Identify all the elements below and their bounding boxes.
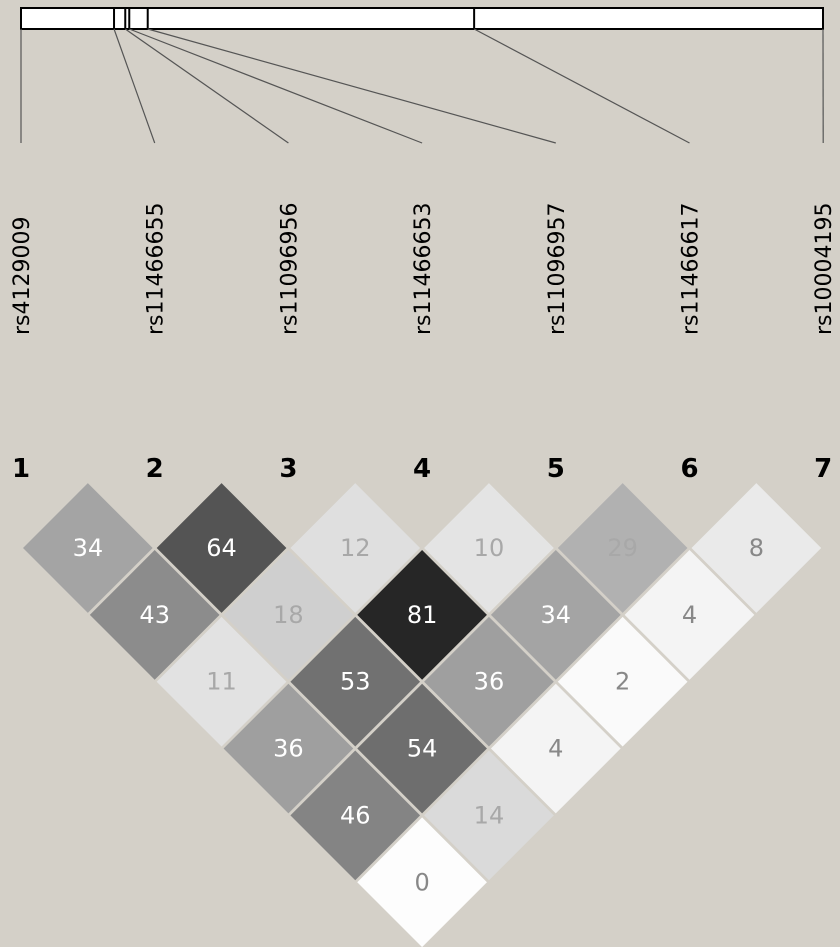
- snp-connector: [147, 28, 556, 144]
- snp-label: rs11096957: [545, 203, 570, 335]
- ld-cell-value: 36: [273, 735, 304, 763]
- ld-cell-value: 11: [206, 668, 237, 696]
- ld-cell: [156, 483, 287, 613]
- ld-cell: [223, 683, 354, 814]
- ld-cell-value: 54: [407, 735, 438, 763]
- snp-connector: [129, 28, 423, 144]
- ld-cell-value: 4: [682, 601, 697, 629]
- ld-cells: 34 64 12 10 29 8 43 18 81 34 4 11 53 36 2 36 54 4 46 14 0: [23, 483, 822, 947]
- ld-cell-value: 43: [139, 601, 170, 629]
- ld-cell: [557, 616, 688, 747]
- ld-cell: [23, 483, 153, 613]
- snp-label: rs10004195: [812, 203, 837, 335]
- ld-cell-value: 36: [474, 668, 505, 696]
- ld-cell-value: 2: [615, 668, 630, 696]
- ld-cell-value: 0: [414, 868, 429, 896]
- snp-number: 5: [547, 454, 565, 484]
- snp-number: 3: [279, 454, 297, 484]
- snp-label: rs11466653: [411, 203, 436, 335]
- ld-cell-value: 34: [73, 534, 104, 562]
- snp-labels: rs4129009 rs11466655 rs11096956 rs11466653 r…: [10, 203, 837, 335]
- ld-cell: [223, 550, 354, 680]
- ld-cell-value: 46: [340, 801, 371, 829]
- snp-number: 4: [413, 454, 431, 484]
- snp-numbers: 1 2 3 4 5 6 7: [12, 454, 832, 484]
- ld-cell-value: 14: [474, 801, 505, 829]
- ld-cell: [691, 483, 822, 613]
- ld-cell: [357, 683, 487, 814]
- chromosome-track: [20, 7, 824, 30]
- snp-number: 6: [680, 454, 698, 484]
- ld-cell: [624, 550, 755, 680]
- ld-cell-value: 18: [273, 601, 304, 629]
- ld-cell-value: 34: [541, 601, 572, 629]
- chromosome-bar: [20, 7, 824, 30]
- snp-connector-lines: [20, 28, 824, 144]
- ld-cell-value: 53: [340, 668, 371, 696]
- snp-number: 2: [146, 454, 164, 484]
- ld-cell-value: 29: [607, 534, 638, 562]
- ld-cell: [290, 483, 421, 613]
- ld-cell-value: 12: [340, 534, 371, 562]
- ld-cell: [424, 616, 554, 747]
- snp-number: 7: [814, 454, 832, 484]
- ld-cell: [557, 483, 688, 613]
- ld-cell-value: 8: [749, 534, 764, 562]
- ld-cell: [490, 683, 621, 814]
- ld-cell: [290, 750, 421, 881]
- ld-cell: [424, 483, 554, 613]
- ld-cell: [490, 550, 621, 680]
- snp-label: rs11096956: [277, 203, 302, 335]
- snp-number: 1: [12, 454, 30, 484]
- snp-connector: [113, 28, 156, 144]
- snp-label: rs11466655: [144, 203, 169, 335]
- ld-cell-value: 81: [407, 601, 438, 629]
- snp-connector: [124, 28, 289, 144]
- ld-cell-value: 64: [206, 534, 237, 562]
- ld-cell: [290, 616, 421, 747]
- ld-cell: [89, 550, 220, 680]
- ld-cell-value: 4: [548, 735, 563, 763]
- snp-label: rs4129009: [10, 217, 35, 336]
- ld-cell: [424, 750, 554, 881]
- ld-cell-value: 10: [474, 534, 505, 562]
- snp-label: rs11466617: [679, 203, 704, 335]
- ld-cell: [156, 616, 287, 747]
- ld-cell: [357, 817, 487, 947]
- snp-connector: [473, 28, 690, 144]
- ld-cell: [357, 550, 487, 680]
